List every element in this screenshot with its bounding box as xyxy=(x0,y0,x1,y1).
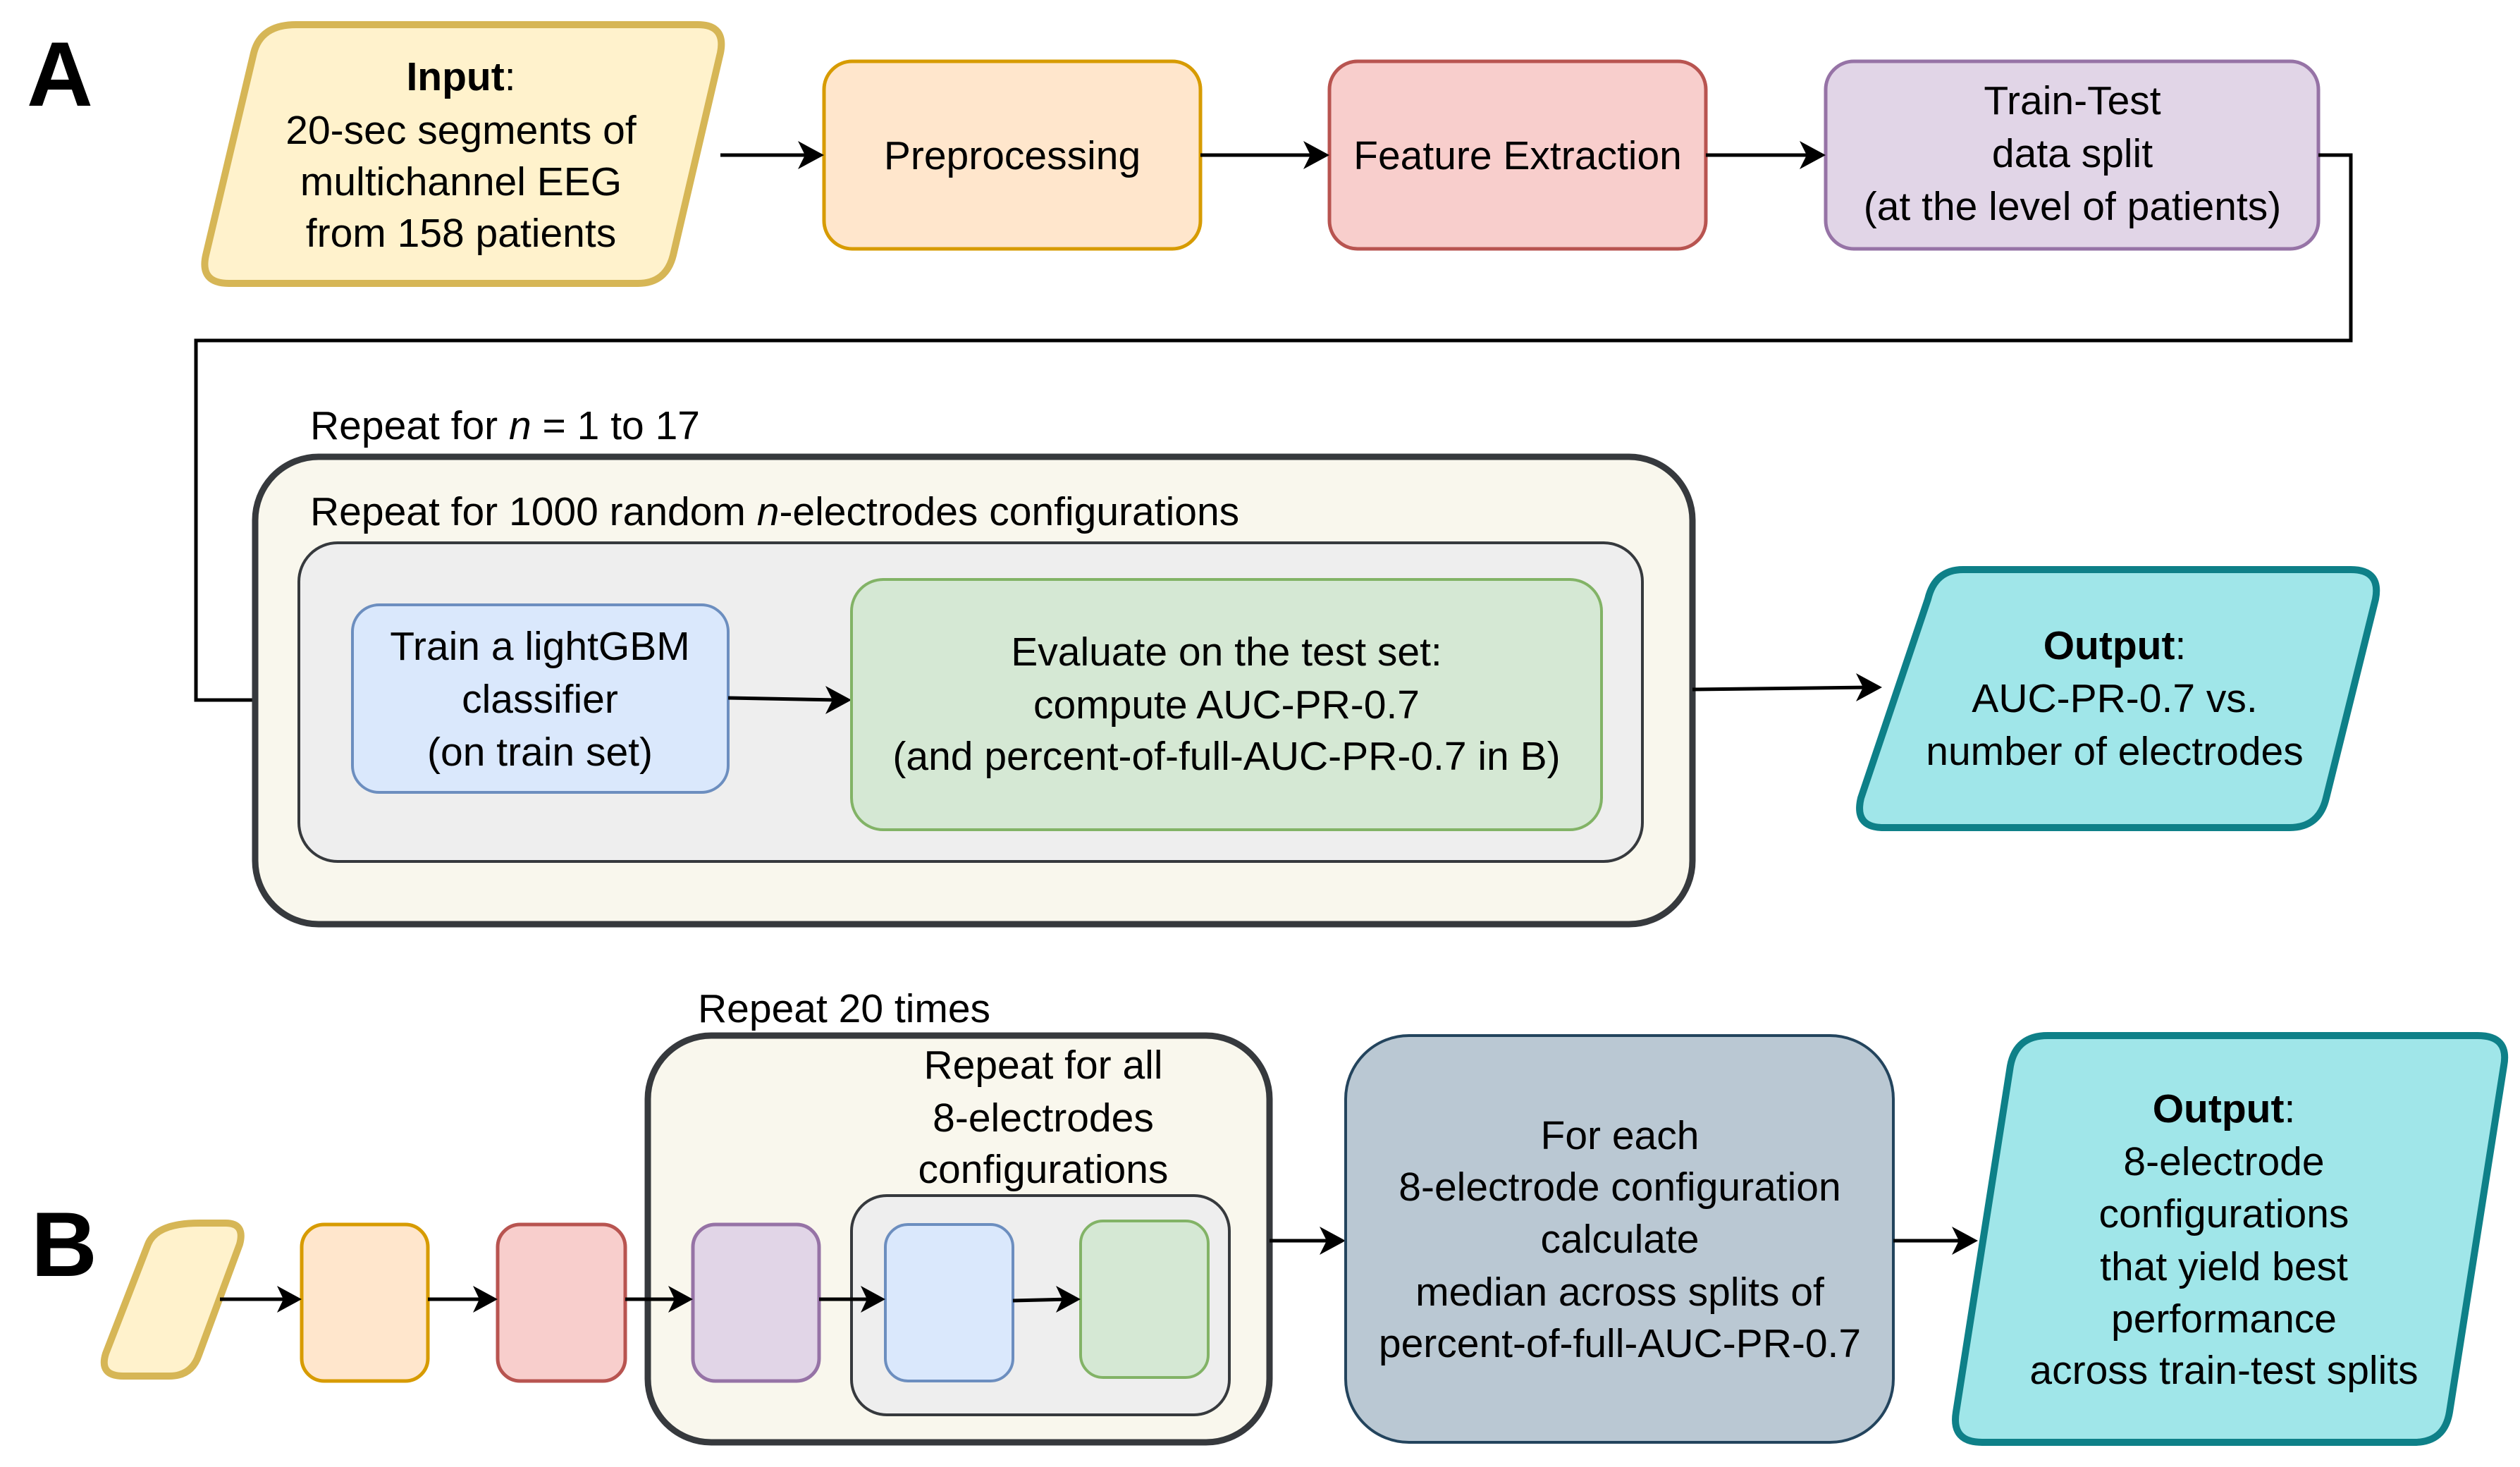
train-classifier-line-3: (on train set) xyxy=(427,730,653,775)
inner-loop-suffix: -electrodes configurations xyxy=(779,489,1239,534)
aggregate-line-2: 8-electrode configuration xyxy=(1399,1165,1840,1210)
outer-loop-suffix: = 1 to 17 xyxy=(531,403,700,448)
arrow-b-aggregate-to-output xyxy=(1893,1227,1978,1255)
aggregate-line-4: median across splits of xyxy=(1415,1270,1824,1315)
input-line-2: multichannel EEG xyxy=(300,159,622,204)
arrow-preprocessing-to-feature-extraction xyxy=(1200,141,1329,169)
inner-loop-prefix: Repeat for 1000 random xyxy=(310,489,757,534)
aggregate-line-1: For each xyxy=(1541,1113,1700,1158)
train-test-line-1: Train-Test xyxy=(1984,78,2161,123)
feature-extraction-b-box xyxy=(496,1222,627,1383)
arrow-b-preprocessing-to-features xyxy=(428,1286,498,1313)
evaluate-box xyxy=(850,578,1603,831)
aggregate-line-5: percent-of-full-AUC-PR-0.7 xyxy=(1379,1321,1861,1366)
train-classifier-line-1: Train a lightGBM xyxy=(390,624,690,669)
arrow-loop-to-output xyxy=(1692,673,1882,701)
panel-a-letter: A xyxy=(27,23,93,125)
preprocessing-label: Preprocessing xyxy=(884,133,1141,178)
input-shape xyxy=(201,21,725,287)
input-title-line: Input: xyxy=(406,54,515,99)
panel-b-letter: B xyxy=(31,1193,97,1296)
input-line-1: 20-sec segments of xyxy=(285,108,637,153)
arrow-b-classifier-to-evaluate xyxy=(1012,1286,1081,1313)
output-a-line-1: AUC-PR-0.7 vs. xyxy=(1972,676,2257,721)
inner-loop-b-line-1: Repeat for all xyxy=(923,1043,1162,1088)
arrow-b-input-to-preprocessing xyxy=(220,1286,302,1313)
evaluate-b-box xyxy=(1079,1220,1210,1379)
output-a-title: Output xyxy=(2043,623,2175,668)
output-b-colon: : xyxy=(2284,1086,2295,1131)
outer-loop-label: Repeat for n = 1 to 17 xyxy=(310,403,700,448)
aggregate-line-3: calculate xyxy=(1541,1217,1700,1262)
input-title: Input xyxy=(406,54,504,99)
evaluate-line-3: (and percent-of-full-AUC-PR-0.7 in B) xyxy=(892,734,1560,779)
inner-loop-variable: n xyxy=(757,489,780,534)
input-b-shape xyxy=(100,1220,245,1380)
train-classifier-line-2: classifier xyxy=(462,677,618,722)
arrow-feature-extraction-to-split xyxy=(1706,141,1826,169)
output-b-line-2: configurations xyxy=(2099,1191,2349,1236)
output-b-shape xyxy=(1952,1032,2509,1446)
feature-extraction-label: Feature Extraction xyxy=(1353,133,1682,178)
inner-loop-b-line-2: 8-electrodes xyxy=(933,1095,1154,1141)
train-test-line-3: (at the level of patients) xyxy=(1864,184,2282,229)
outer-loop-variable: n xyxy=(509,403,531,448)
input-colon: : xyxy=(505,54,516,99)
outer-loop-b-label: Repeat 20 times xyxy=(698,986,990,1031)
output-b-line-5: across train-test splits xyxy=(2029,1348,2418,1393)
output-a-shape xyxy=(1856,566,2380,831)
output-b-title-line: Output: xyxy=(2153,1086,2296,1131)
output-a-line-2: number of electrodes xyxy=(1926,729,2303,774)
output-a-colon: : xyxy=(2175,623,2186,668)
train-test-split-b-box xyxy=(691,1222,821,1383)
output-b-line-1: 8-electrode xyxy=(2123,1139,2324,1184)
evaluate-line-1: Evaluate on the test set: xyxy=(1011,630,1442,675)
arrow-b-loop-to-aggregate xyxy=(1270,1227,1346,1255)
inner-loop-b-line-3: configurations xyxy=(918,1147,1169,1192)
preprocessing-b-box xyxy=(300,1222,430,1383)
evaluate-line-2: compute AUC-PR-0.7 xyxy=(1033,682,1420,728)
inner-loop-label: Repeat for 1000 random n-electrodes conf… xyxy=(310,489,1239,534)
input-line-3: from 158 patients xyxy=(306,211,616,256)
arrow-input-to-preprocessing xyxy=(720,141,824,169)
arrow-classifier-to-evaluate xyxy=(727,686,852,714)
outer-loop-prefix: Repeat for xyxy=(310,403,509,448)
output-b-line-3: that yield best xyxy=(2100,1244,2348,1289)
arrow-b-features-to-split xyxy=(625,1286,693,1313)
output-b-line-4: performance xyxy=(2111,1296,2337,1342)
output-b-title: Output xyxy=(2153,1086,2285,1131)
output-a-title-line: Output: xyxy=(2043,623,2187,668)
train-classifier-b-box xyxy=(884,1223,1014,1382)
arrow-b-split-to-classifier xyxy=(819,1286,885,1313)
train-test-line-2: data split xyxy=(1992,131,2153,176)
